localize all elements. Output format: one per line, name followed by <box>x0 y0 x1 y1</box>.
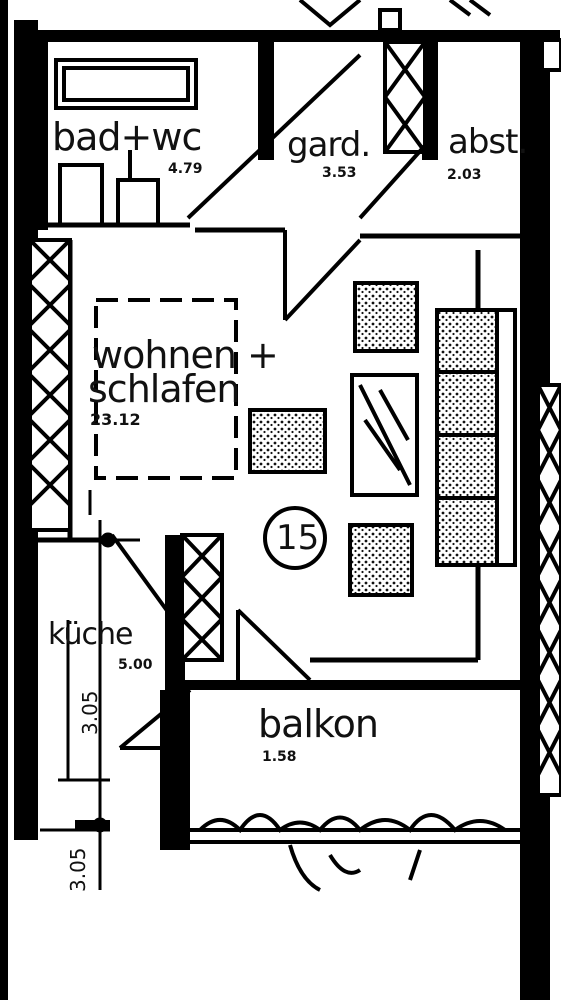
dimension-balcony-width: 3.05 <box>66 847 90 892</box>
dimension-lines <box>40 490 140 890</box>
bed-outline <box>94 298 238 480</box>
room-area-kueche: 5.00 <box>118 657 153 673</box>
balcony-railing <box>190 813 520 892</box>
room-label-schlafen: schlafen <box>88 367 240 411</box>
room-area-bad-wc: 4.79 <box>168 161 203 177</box>
unit-number-circle <box>263 506 327 570</box>
room-area-balkon: 1.58 <box>262 749 297 765</box>
room-area-abst: 2.03 <box>447 167 482 183</box>
room-label-abst: abst. <box>448 122 528 162</box>
top-details <box>298 0 492 32</box>
unit-number: 15 <box>276 518 320 558</box>
hatched-walls <box>28 38 561 797</box>
room-label-bad-wc: bad+wc <box>52 115 202 159</box>
room-label-balkon: balkon <box>258 702 379 746</box>
room-area-gard: 3.53 <box>322 165 357 181</box>
room-label-gard: gard. <box>287 125 371 165</box>
room-label-kueche: küche <box>48 617 133 652</box>
room-label-wohnen: wohnen + <box>92 333 279 377</box>
bathroom-fixtures <box>54 58 198 227</box>
room-area-wohnen-schlafen: 23.12 <box>90 410 141 429</box>
dimension-kitchen-width: 3.05 <box>78 690 102 735</box>
furniture <box>248 281 517 597</box>
door-swings <box>110 53 432 750</box>
